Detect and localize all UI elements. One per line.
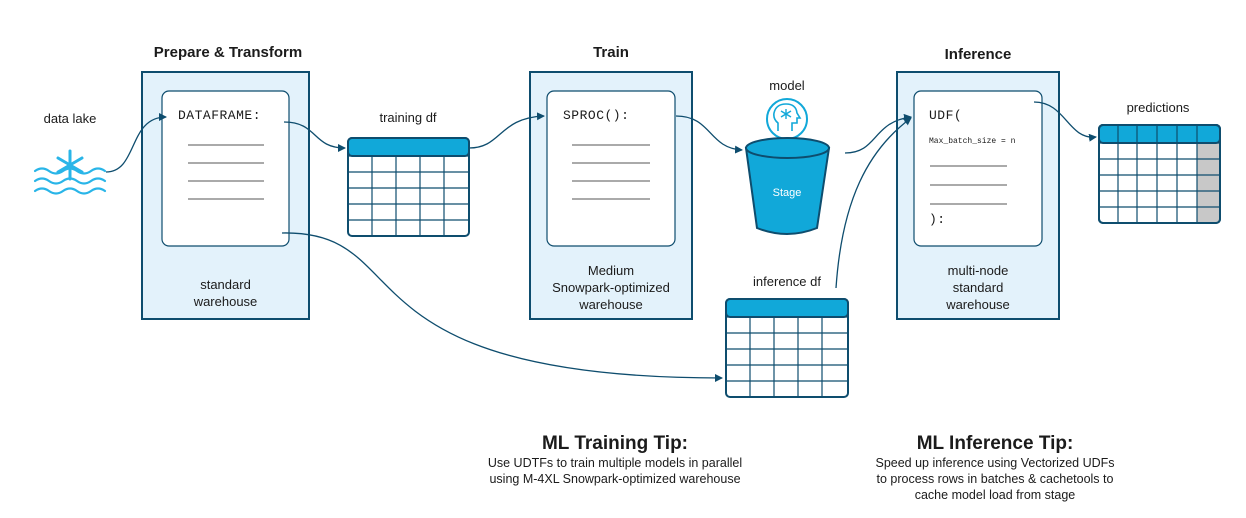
train-warehouse-line1: Medium <box>587 263 635 278</box>
inference-code-udf: UDF( <box>929 108 963 123</box>
ml-inference-tip-line1: Speed up inference using Vectorized UDFs <box>875 456 1115 470</box>
training-df-label: training df <box>379 110 437 125</box>
inference-df-table-icon <box>725 298 849 398</box>
inference-df-label: inference df <box>753 274 821 289</box>
prepare-warehouse-label: standard warehouse <box>142 276 309 310</box>
prepare-code-dataframe: DATAFRAME: <box>178 108 262 123</box>
ml-inference-tip: ML Inference Tip: Speed up inference usi… <box>830 433 1160 503</box>
train-code-card <box>546 90 676 247</box>
connector-arrows <box>105 101 1097 382</box>
inference-title: Inference <box>944 46 1012 63</box>
train-warehouse-line2: Snowpark-optimized <box>552 280 670 295</box>
stage-label: Stage <box>772 187 802 199</box>
prepare-transform-title: Prepare & Transform <box>153 44 303 61</box>
ml-inference-tip-title: ML Inference Tip: <box>916 433 1074 454</box>
ml-training-tip-line2: using M-4XL Snowpark-optimized warehouse <box>489 472 741 486</box>
predictions-table-icon <box>1098 124 1221 224</box>
ml-training-tip: ML Training Tip: Use UDTFs to train mult… <box>450 433 780 487</box>
data-lake-label: data lake <box>43 111 97 126</box>
stage-bucket-icon <box>744 137 831 235</box>
ml-inference-tip-line2: to process rows in batches & cachetools … <box>876 472 1114 486</box>
train-warehouse-line3: warehouse <box>579 297 643 312</box>
ml-training-tip-line1: Use UDTFs to train multiple models in pa… <box>487 456 743 470</box>
train-warehouse-label: Medium Snowpark-optimized warehouse <box>530 262 692 313</box>
inference-warehouse-line2: standard <box>952 280 1004 295</box>
inference-warehouse-line1: multi-node <box>947 263 1009 278</box>
ml-inference-tip-line3: cache model load from stage <box>914 488 1076 502</box>
train-title: Train <box>593 44 629 61</box>
inference-code-param: Max_batch_size = n <box>929 137 1016 146</box>
ml-training-tip-title: ML Training Tip: <box>541 433 689 454</box>
prepare-code-card <box>161 90 290 247</box>
training-df-table-icon <box>347 137 470 237</box>
prepare-warehouse-line2: warehouse <box>193 294 258 309</box>
inference-warehouse-label: multi-node standard warehouse <box>897 262 1059 313</box>
predictions-label: predictions <box>1126 100 1190 115</box>
prepare-warehouse-line1: standard <box>200 277 251 292</box>
inference-warehouse-line3: warehouse <box>946 297 1010 312</box>
snowflake-data-lake-icon <box>33 149 107 195</box>
inference-code-close: ): <box>929 212 946 227</box>
model-brain-icon <box>766 98 808 140</box>
train-code-sproc: SPROC(): <box>563 108 630 123</box>
inference-code-lines <box>930 165 1007 205</box>
model-label: model <box>769 78 805 93</box>
train-code-lines <box>572 144 650 200</box>
inference-code-card <box>913 90 1043 247</box>
prepare-code-lines <box>188 144 264 200</box>
